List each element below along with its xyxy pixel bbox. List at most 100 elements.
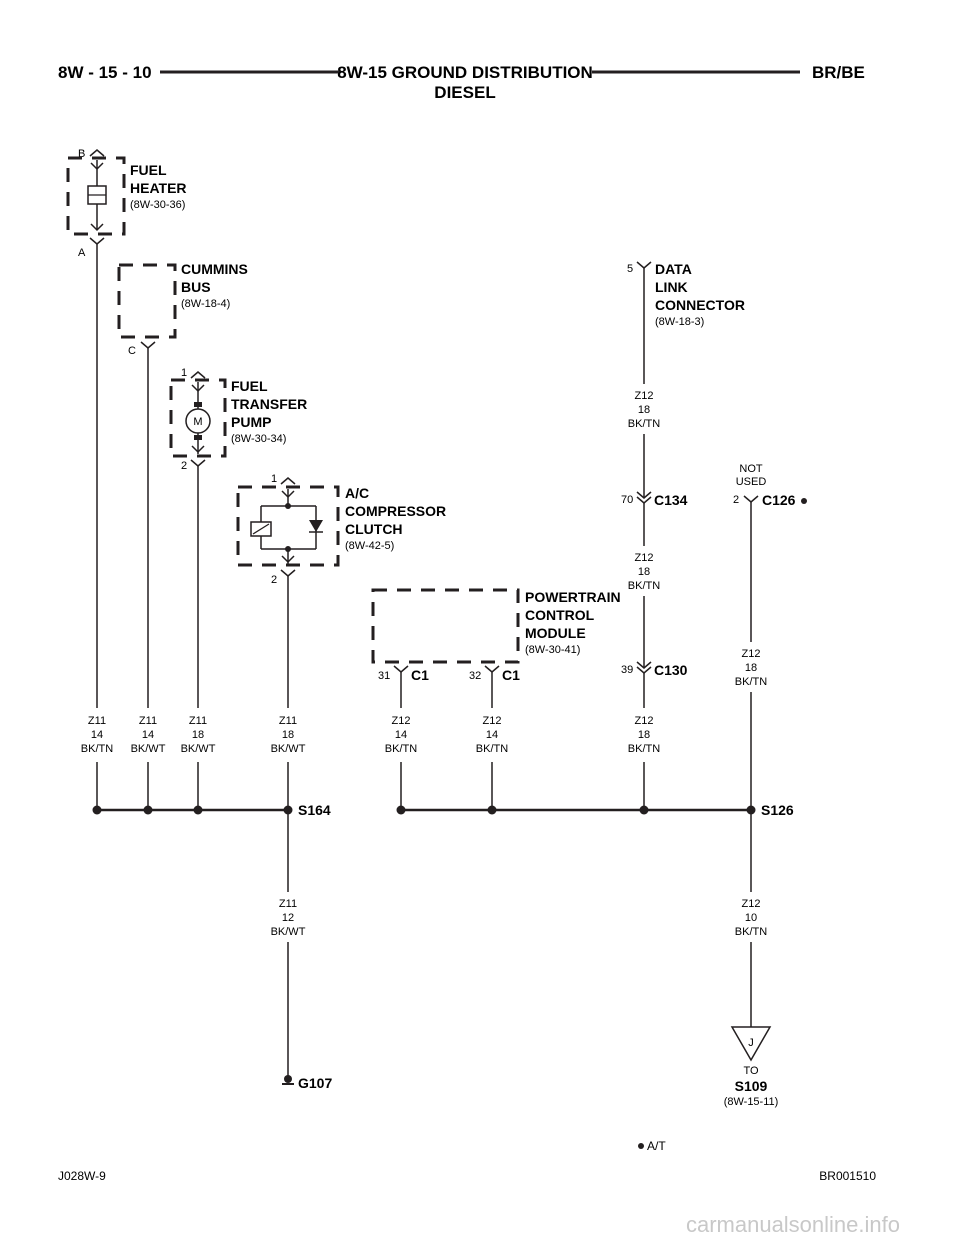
- c126-name: C126: [762, 492, 796, 508]
- footer-right-code: BR001510: [819, 1169, 876, 1183]
- legend-text: A/T: [647, 1139, 666, 1153]
- c134-name: C134: [654, 492, 688, 508]
- connector-c134: 70 C134: [621, 491, 688, 508]
- splice-s164: S164: [92, 802, 331, 818]
- powertrain-control-module: 31 C1 32 C1 POWERTRAIN CONTROL MODULE (8…: [371, 588, 621, 683]
- destination-s109: J TO S109 (8W-15-11): [724, 1026, 779, 1108]
- data-link-connector: 5 DATA LINK CONNECTOR (8W-18-3): [627, 261, 745, 328]
- wire-label-color: BK/WT: [131, 743, 166, 755]
- fuel-heater-label-2: HEATER: [130, 180, 187, 196]
- wire-label-gauge: 18: [192, 729, 204, 741]
- wire-label-circuit: Z12: [742, 648, 761, 660]
- wire-label-circuit: Z12: [483, 715, 502, 727]
- dlc-pin: 5: [627, 263, 633, 275]
- ac-label-3: CLUTCH: [345, 521, 403, 537]
- ac-label: A/C: [345, 485, 369, 501]
- wire-label-circuit: Z11: [139, 715, 157, 727]
- wire-label-color: BK/WT: [271, 743, 306, 755]
- fuel-heater-label: FUEL: [130, 162, 167, 178]
- motor-letter: M: [193, 416, 202, 428]
- wire-label-color: BK/TN: [628, 743, 660, 755]
- pump-label: FUEL: [231, 378, 268, 394]
- dlc-label: DATA: [655, 261, 692, 277]
- page-title: 8W-15 GROUND DISTRIBUTION: [337, 63, 593, 82]
- wire-label-circuit: Z12: [742, 898, 761, 910]
- page-header: 8W - 15 - 10 8W-15 GROUND DISTRIBUTION D…: [58, 63, 865, 102]
- ac-compressor-clutch: 1 2 A/C COMPRESSOR CLUTCH (8W-42-5): [236, 473, 446, 586]
- ac-label-2: COMPRESSOR: [345, 503, 446, 519]
- s164-label: S164: [298, 802, 331, 818]
- wire-labels: Z11 14 BK/TN Z11 14 BK/WT Z11 18 BK/WT Z…: [81, 390, 767, 938]
- wire-label-color: BK/TN: [81, 743, 113, 755]
- wire-runs: [96, 244, 752, 1076]
- pump-label-3: PUMP: [231, 414, 271, 430]
- dlc-label-3: CONNECTOR: [655, 297, 745, 313]
- connector-c130: 39 C130: [621, 661, 688, 678]
- connector-c126: NOT USED 2 C126: [733, 463, 807, 508]
- c130-name: C130: [654, 662, 688, 678]
- ground-g107: G107: [282, 1075, 332, 1091]
- pcm-pin-31: 31: [378, 670, 390, 682]
- wire-label-color: BK/TN: [628, 580, 660, 592]
- c126-note: NOT: [739, 463, 763, 475]
- wire-label-color: BK/TN: [476, 743, 508, 755]
- pcm-conn-c1-b: C1: [502, 667, 520, 683]
- clamping-diode: [309, 520, 323, 532]
- cummins-bus-pin: C: [128, 345, 136, 357]
- ac-ref: (8W-42-5): [345, 540, 394, 552]
- wire-label-color: BK/TN: [628, 418, 660, 430]
- cummins-bus-label: CUMMINS: [181, 261, 248, 277]
- destination-ref: (8W-15-11): [724, 1096, 779, 1108]
- ac-pin-bottom: 2: [271, 574, 277, 586]
- wire-label-gauge: 12: [282, 912, 294, 924]
- cummins-bus-ref: (8W-18-4): [181, 298, 230, 310]
- g107-label: G107: [298, 1075, 332, 1091]
- destination-letter: J: [748, 1037, 754, 1049]
- wire-label-gauge: 14: [91, 729, 103, 741]
- at-marker-dot: [801, 498, 807, 504]
- motor-symbol: [185, 408, 211, 434]
- wire-label-gauge: 14: [486, 729, 498, 741]
- wire-label-gauge: 18: [638, 729, 650, 741]
- watermark: carmanualsonline.info: [686, 1212, 900, 1237]
- pump-ref: (8W-30-34): [231, 433, 286, 445]
- dlc-ref: (8W-18-3): [655, 316, 704, 328]
- fuel-heater-pin-top: B: [78, 148, 85, 160]
- fuel-heater-pin-bottom: A: [78, 247, 86, 259]
- page-number: 8W - 15 - 10: [58, 63, 152, 82]
- wire-label-circuit: Z11: [189, 715, 207, 727]
- off-page-arrow: [730, 1026, 772, 1062]
- s126-label: S126: [761, 802, 794, 818]
- c126-pin: 2: [733, 494, 739, 506]
- wire-label-circuit: Z12: [635, 715, 654, 727]
- dlc-label-2: LINK: [655, 279, 688, 295]
- wire-label-gauge: 14: [142, 729, 154, 741]
- pump-pin-bottom: 2: [181, 460, 187, 472]
- wire-label-color: BK/TN: [735, 926, 767, 938]
- c126-note-2: USED: [736, 476, 767, 488]
- wire-label-circuit: Z12: [635, 390, 654, 402]
- cummins-bus: C CUMMINS BUS (8W-18-4): [117, 261, 248, 357]
- fuel-heater-ref: (8W-30-36): [130, 199, 185, 211]
- c134-pin: 70: [621, 494, 633, 506]
- wire-label-color: BK/WT: [271, 926, 306, 938]
- pcm-ref: (8W-30-41): [525, 644, 580, 656]
- legend: A/T: [638, 1139, 666, 1153]
- wire-label-color: BK/TN: [385, 743, 417, 755]
- fuel-transfer-pump: 1 M 2 FUEL TRANSFER PUMP (8W-30-34): [169, 367, 307, 472]
- pump-label-2: TRANSFER: [231, 396, 307, 412]
- legend-dot: [638, 1143, 644, 1149]
- splice-s126: S126: [396, 802, 794, 818]
- c130-pin: 39: [621, 664, 633, 676]
- page-subtitle: DIESEL: [434, 83, 495, 102]
- pcm-pin-32: 32: [469, 670, 481, 682]
- destination-to: TO: [743, 1065, 759, 1077]
- wire-label-circuit: Z12: [392, 715, 411, 727]
- wire-label-circuit: Z11: [88, 715, 106, 727]
- wire-label-gauge: 14: [395, 729, 407, 741]
- model-code: BR/BE: [812, 63, 865, 82]
- fuel-heater: B A FUEL HEATER (8W-30-36): [66, 148, 187, 259]
- wire-label-circuit: Z11: [279, 898, 297, 910]
- wire-label-gauge: 10: [745, 912, 757, 924]
